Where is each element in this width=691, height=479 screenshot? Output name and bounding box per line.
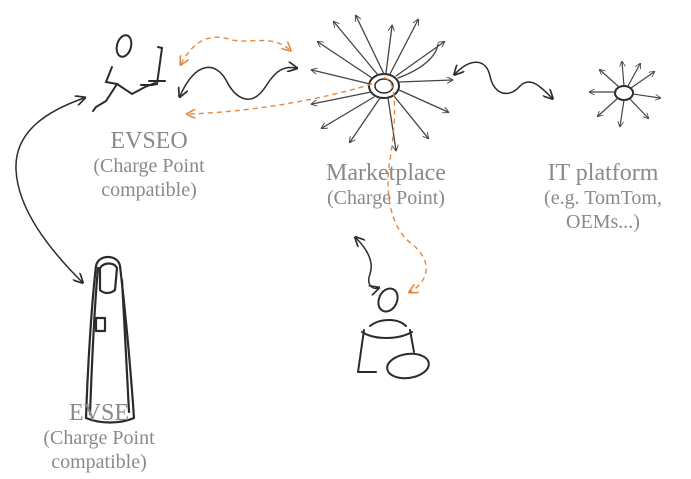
it-platform-label: IT platform (e.g. TomTom, OEMs...) xyxy=(518,160,688,234)
evse-name: EVSE xyxy=(69,400,129,426)
it-platform-subtitle-line2: OEMs...) xyxy=(566,211,640,234)
evseo-subtitle-line2: compatible) xyxy=(101,179,197,202)
marketplace-name: Marketplace xyxy=(326,160,446,186)
seated-user-icon xyxy=(357,287,430,380)
link-marketplace-itplatform xyxy=(455,61,552,98)
evseo-label: EVSEO (Charge Point compatible) xyxy=(59,128,239,202)
link-evseo-evse xyxy=(15,98,84,282)
it-platform-name: IT platform xyxy=(547,160,659,186)
small-starburst-hub-icon xyxy=(590,62,660,126)
person-at-computer-icon xyxy=(92,34,166,112)
evse-subtitle-line2: compatible) xyxy=(51,451,147,474)
charging-station-icon xyxy=(84,255,136,424)
it-platform-subtitle-line1: (e.g. TomTom, xyxy=(544,187,662,210)
flow-marketplace-user-dashed xyxy=(383,77,427,292)
starburst-hub-icon xyxy=(312,16,452,150)
evse-subtitle-line1: (Charge Point xyxy=(43,427,155,450)
marketplace-subtitle: (Charge Point) xyxy=(327,187,445,210)
evseo-subtitle-line1: (Charge Point xyxy=(93,155,205,178)
flow-marketplace-evseo-dashed xyxy=(188,83,373,114)
evse-label: EVSE (Charge Point compatible) xyxy=(19,400,179,474)
link-evseo-marketplace xyxy=(180,67,296,100)
evseo-name: EVSEO xyxy=(110,128,188,154)
link-marketplace-user xyxy=(356,238,378,288)
flow-evseo-marketplace-dashed xyxy=(181,36,290,64)
marketplace-label: Marketplace (Charge Point) xyxy=(301,160,471,210)
